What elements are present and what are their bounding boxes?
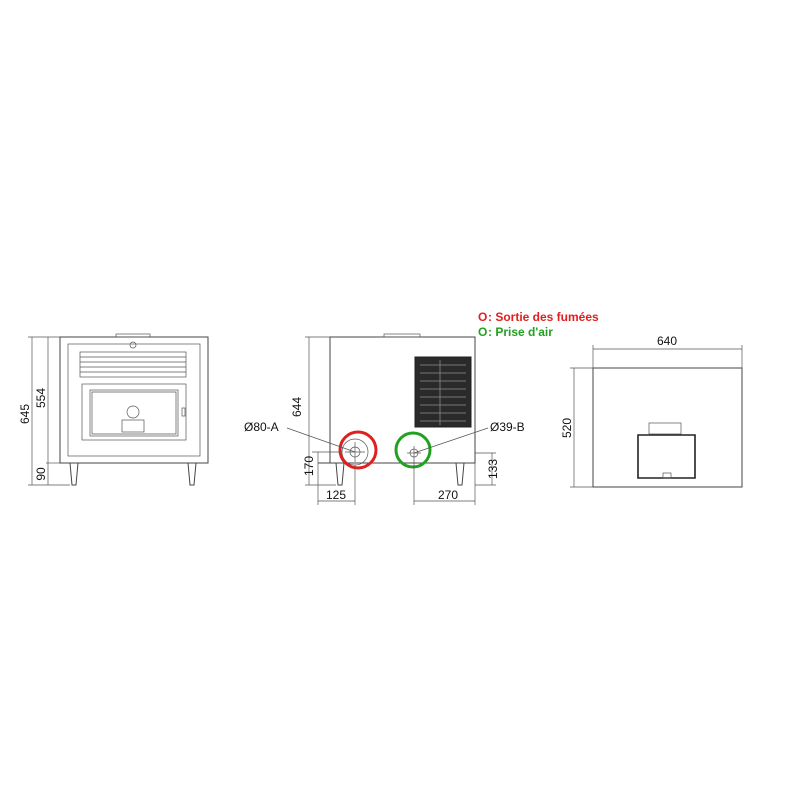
back-top-plate — [383, 333, 421, 338]
front-body-inner — [67, 343, 201, 457]
dim-270: 270 — [438, 488, 458, 502]
top-plate — [648, 422, 682, 435]
burner-icon — [126, 405, 140, 419]
top-tank-outline — [637, 434, 696, 479]
dim-645: 645 — [18, 404, 32, 424]
dim-170: 170 — [302, 456, 316, 476]
dim-644: 644 — [290, 397, 304, 417]
front-grille — [79, 351, 187, 378]
label-air-diameter: Ø39-B — [490, 420, 525, 434]
dim-640: 640 — [657, 334, 677, 348]
front-leg-left — [69, 462, 79, 486]
flue-leader — [286, 427, 356, 453]
legend: O : Sortie des fumées O : Prise d'air — [478, 310, 599, 339]
front-door — [81, 383, 187, 441]
air-leader — [413, 427, 489, 454]
dim-125: 125 — [326, 488, 346, 502]
top-view: 640 520 — [560, 334, 743, 488]
logo-icon — [129, 341, 137, 349]
back-leg-left — [335, 462, 345, 486]
front-top-plate — [115, 333, 151, 338]
legend-air-label: : Prise d'air — [488, 325, 553, 339]
door-handle-icon — [181, 407, 186, 417]
legend-flue-label: : Sortie des fumées — [488, 310, 599, 324]
back-leg-right — [455, 462, 465, 486]
label-flue-diameter: Ø80-A — [244, 420, 279, 434]
legend-flue-marker: O — [478, 310, 487, 324]
dim-520: 520 — [560, 418, 574, 438]
dim-554: 554 — [34, 388, 48, 408]
back-fan-grille — [414, 356, 472, 428]
dim-133: 133 — [486, 459, 500, 479]
air-highlight-circle — [394, 431, 432, 469]
front-view: 645 554 90 — [18, 333, 209, 486]
back-view: Ø80-A Ø39-B 644 170 125 270 133 — [244, 333, 525, 505]
top-body-outline — [592, 367, 743, 488]
legend-air-marker: O — [478, 325, 487, 339]
flue-highlight-circle — [338, 430, 378, 470]
front-leg-right — [187, 462, 197, 486]
dim-90: 90 — [34, 467, 48, 481]
